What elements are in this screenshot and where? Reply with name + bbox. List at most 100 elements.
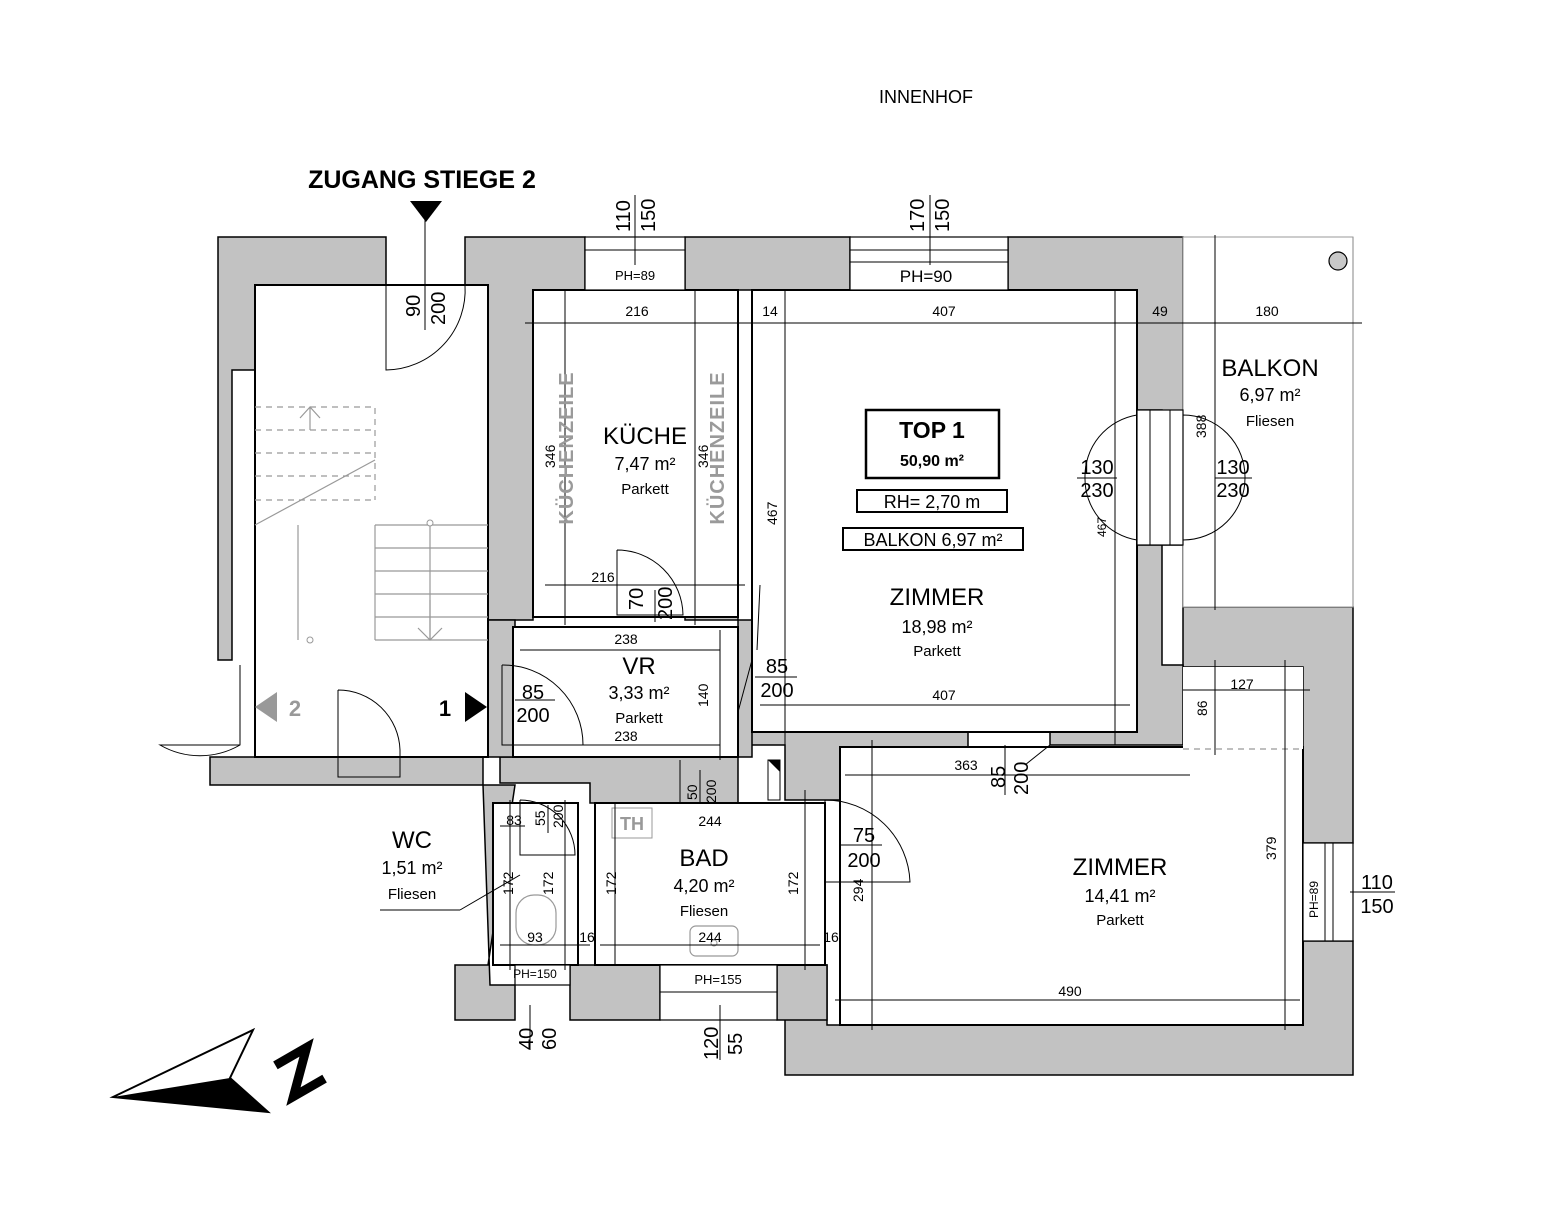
entrance-1-arrow-icon [465, 692, 487, 722]
dim-60: 60 [539, 1028, 561, 1050]
zimmer2-floor: Parkett [1096, 912, 1144, 929]
dim-363: 363 [954, 757, 978, 773]
kuechenzeile-right-label: KÜCHENZEILE [706, 371, 729, 524]
dim-230-left: 230 [1080, 480, 1113, 502]
entrance-1-label: 1 [439, 696, 451, 721]
dim-70: 70 [626, 588, 648, 610]
dim-216-bot: 216 [591, 569, 615, 585]
entry-arrow-icon [410, 201, 442, 222]
zimmer1-name: ZIMMER [890, 584, 985, 611]
dim-55-wc: 55 [532, 810, 548, 826]
dim-14: 14 [762, 303, 778, 319]
windows [514, 236, 1354, 1021]
dim-150-kueche: 150 [638, 199, 660, 232]
dim-407-top: 407 [932, 303, 956, 319]
dim-55-bad: 55 [725, 1033, 747, 1055]
dim-172-bad-left: 172 [603, 871, 619, 895]
dim-200-wc: 200 [550, 804, 566, 828]
vr-room [512, 626, 739, 758]
dim-90: 90 [403, 295, 425, 317]
zimmer1-floor: Parkett [913, 643, 961, 660]
dimension-lines [380, 195, 1395, 1060]
dim-388: 388 [1193, 414, 1209, 438]
balkon-floor: Fliesen [1246, 413, 1294, 430]
wc-area: 1,51 m² [381, 858, 442, 878]
dim-110-kueche: 110 [613, 200, 635, 232]
dim-200-zimmer2: 200 [1011, 762, 1033, 795]
dim-238-top: 238 [614, 631, 638, 647]
text-labels: INNENHOF ZUGANG STIEGE 2 TOP 1 50,90 m² … [289, 87, 1319, 929]
zugang-label: ZUGANG STIEGE 2 [308, 166, 536, 194]
ph-150: PH=150 [513, 967, 557, 981]
wc-name: WC [392, 827, 432, 854]
dim-407-bot: 407 [932, 687, 956, 703]
entrance-2-arrow-icon [255, 692, 277, 722]
dim-120: 120 [701, 1027, 723, 1060]
kueche-room [532, 289, 739, 618]
info-boxes [842, 408, 1024, 551]
dim-16-bad: 16 [823, 929, 839, 945]
dim-93: 93 [527, 929, 543, 945]
dim-294: 294 [850, 878, 866, 902]
dim-172-wc-left: 172 [500, 871, 516, 895]
dim-200-kueche: 200 [655, 587, 677, 620]
ph-90: PH=90 [900, 267, 952, 286]
bad-area: 4,20 m² [673, 876, 734, 896]
ph-89-top: PH=89 [615, 268, 655, 283]
th-box [611, 807, 653, 839]
dim-85-zimmer2: 85 [988, 766, 1010, 788]
top-label: TOP 1 [899, 417, 965, 443]
zimmer2-area: 14,41 m² [1084, 886, 1155, 906]
rh-label: RH= 2,70 m [884, 492, 981, 512]
dim-172-wc-right: 172 [540, 871, 556, 895]
stairs [254, 406, 488, 644]
zimmer1-area: 18,98 m² [901, 617, 972, 637]
vr-area: 3,33 m² [608, 683, 669, 703]
ph-155: PH=155 [694, 972, 741, 987]
balkon-box-label: BALKON 6,97 m² [863, 530, 1002, 550]
bad-room [594, 802, 826, 966]
innenhof-label: INNENHOF [879, 87, 973, 107]
kueche-area: 7,47 m² [614, 454, 675, 474]
dim-379: 379 [1263, 836, 1279, 860]
dim-170: 170 [907, 199, 929, 232]
dim-200-entry2: 200 [516, 705, 549, 727]
dim-230-right: 230 [1216, 480, 1249, 502]
dim-467-right: 467 [1095, 517, 1109, 537]
dim-200-bad-door: 200 [847, 850, 880, 872]
dim-216-top: 216 [625, 303, 649, 319]
dim-50-bad: 50 [684, 784, 700, 800]
dim-110-right: 110 [1361, 872, 1393, 894]
dim-16-wc: 16 [579, 929, 595, 945]
dim-200-bad: 200 [703, 779, 719, 803]
entrance-2-label: 2 [289, 696, 301, 721]
dimension-texts: 110 150 PH=89 170 150 PH=90 90 200 216 2… [403, 199, 1394, 1060]
dim-40: 40 [516, 1028, 538, 1050]
dim-150-right: 150 [1360, 896, 1393, 918]
dim-130-left: 130 [1080, 457, 1113, 479]
dim-172-bad-right: 172 [785, 871, 801, 895]
wc-floor: Fliesen [388, 886, 436, 903]
top-area: 50,90 m² [900, 453, 964, 470]
bad-floor: Fliesen [680, 903, 728, 920]
dim-140: 140 [695, 683, 711, 707]
dim-200-entry: 200 [428, 292, 450, 325]
staircase [254, 284, 489, 758]
dim-244-top: 244 [698, 813, 722, 829]
balkon-area-text: 6,97 m² [1239, 385, 1300, 405]
kueche-floor: Parkett [621, 481, 669, 498]
entrance-markers [255, 201, 487, 722]
dim-75: 75 [853, 825, 875, 847]
dim-346-left: 346 [542, 444, 558, 468]
dim-86: 86 [1194, 700, 1210, 716]
fixtures [515, 237, 1354, 957]
dim-150-zimmer: 150 [932, 199, 954, 232]
dim-49: 49 [1152, 303, 1168, 319]
th-label: TH [620, 814, 644, 834]
wc-room [492, 802, 579, 966]
kuechenzeile-left-label: KÜCHENZEILE [555, 371, 578, 524]
dim-85-entry: 85 [522, 682, 544, 704]
kueche-name: KÜCHE [603, 423, 687, 450]
dim-85-vr: 85 [766, 656, 788, 678]
